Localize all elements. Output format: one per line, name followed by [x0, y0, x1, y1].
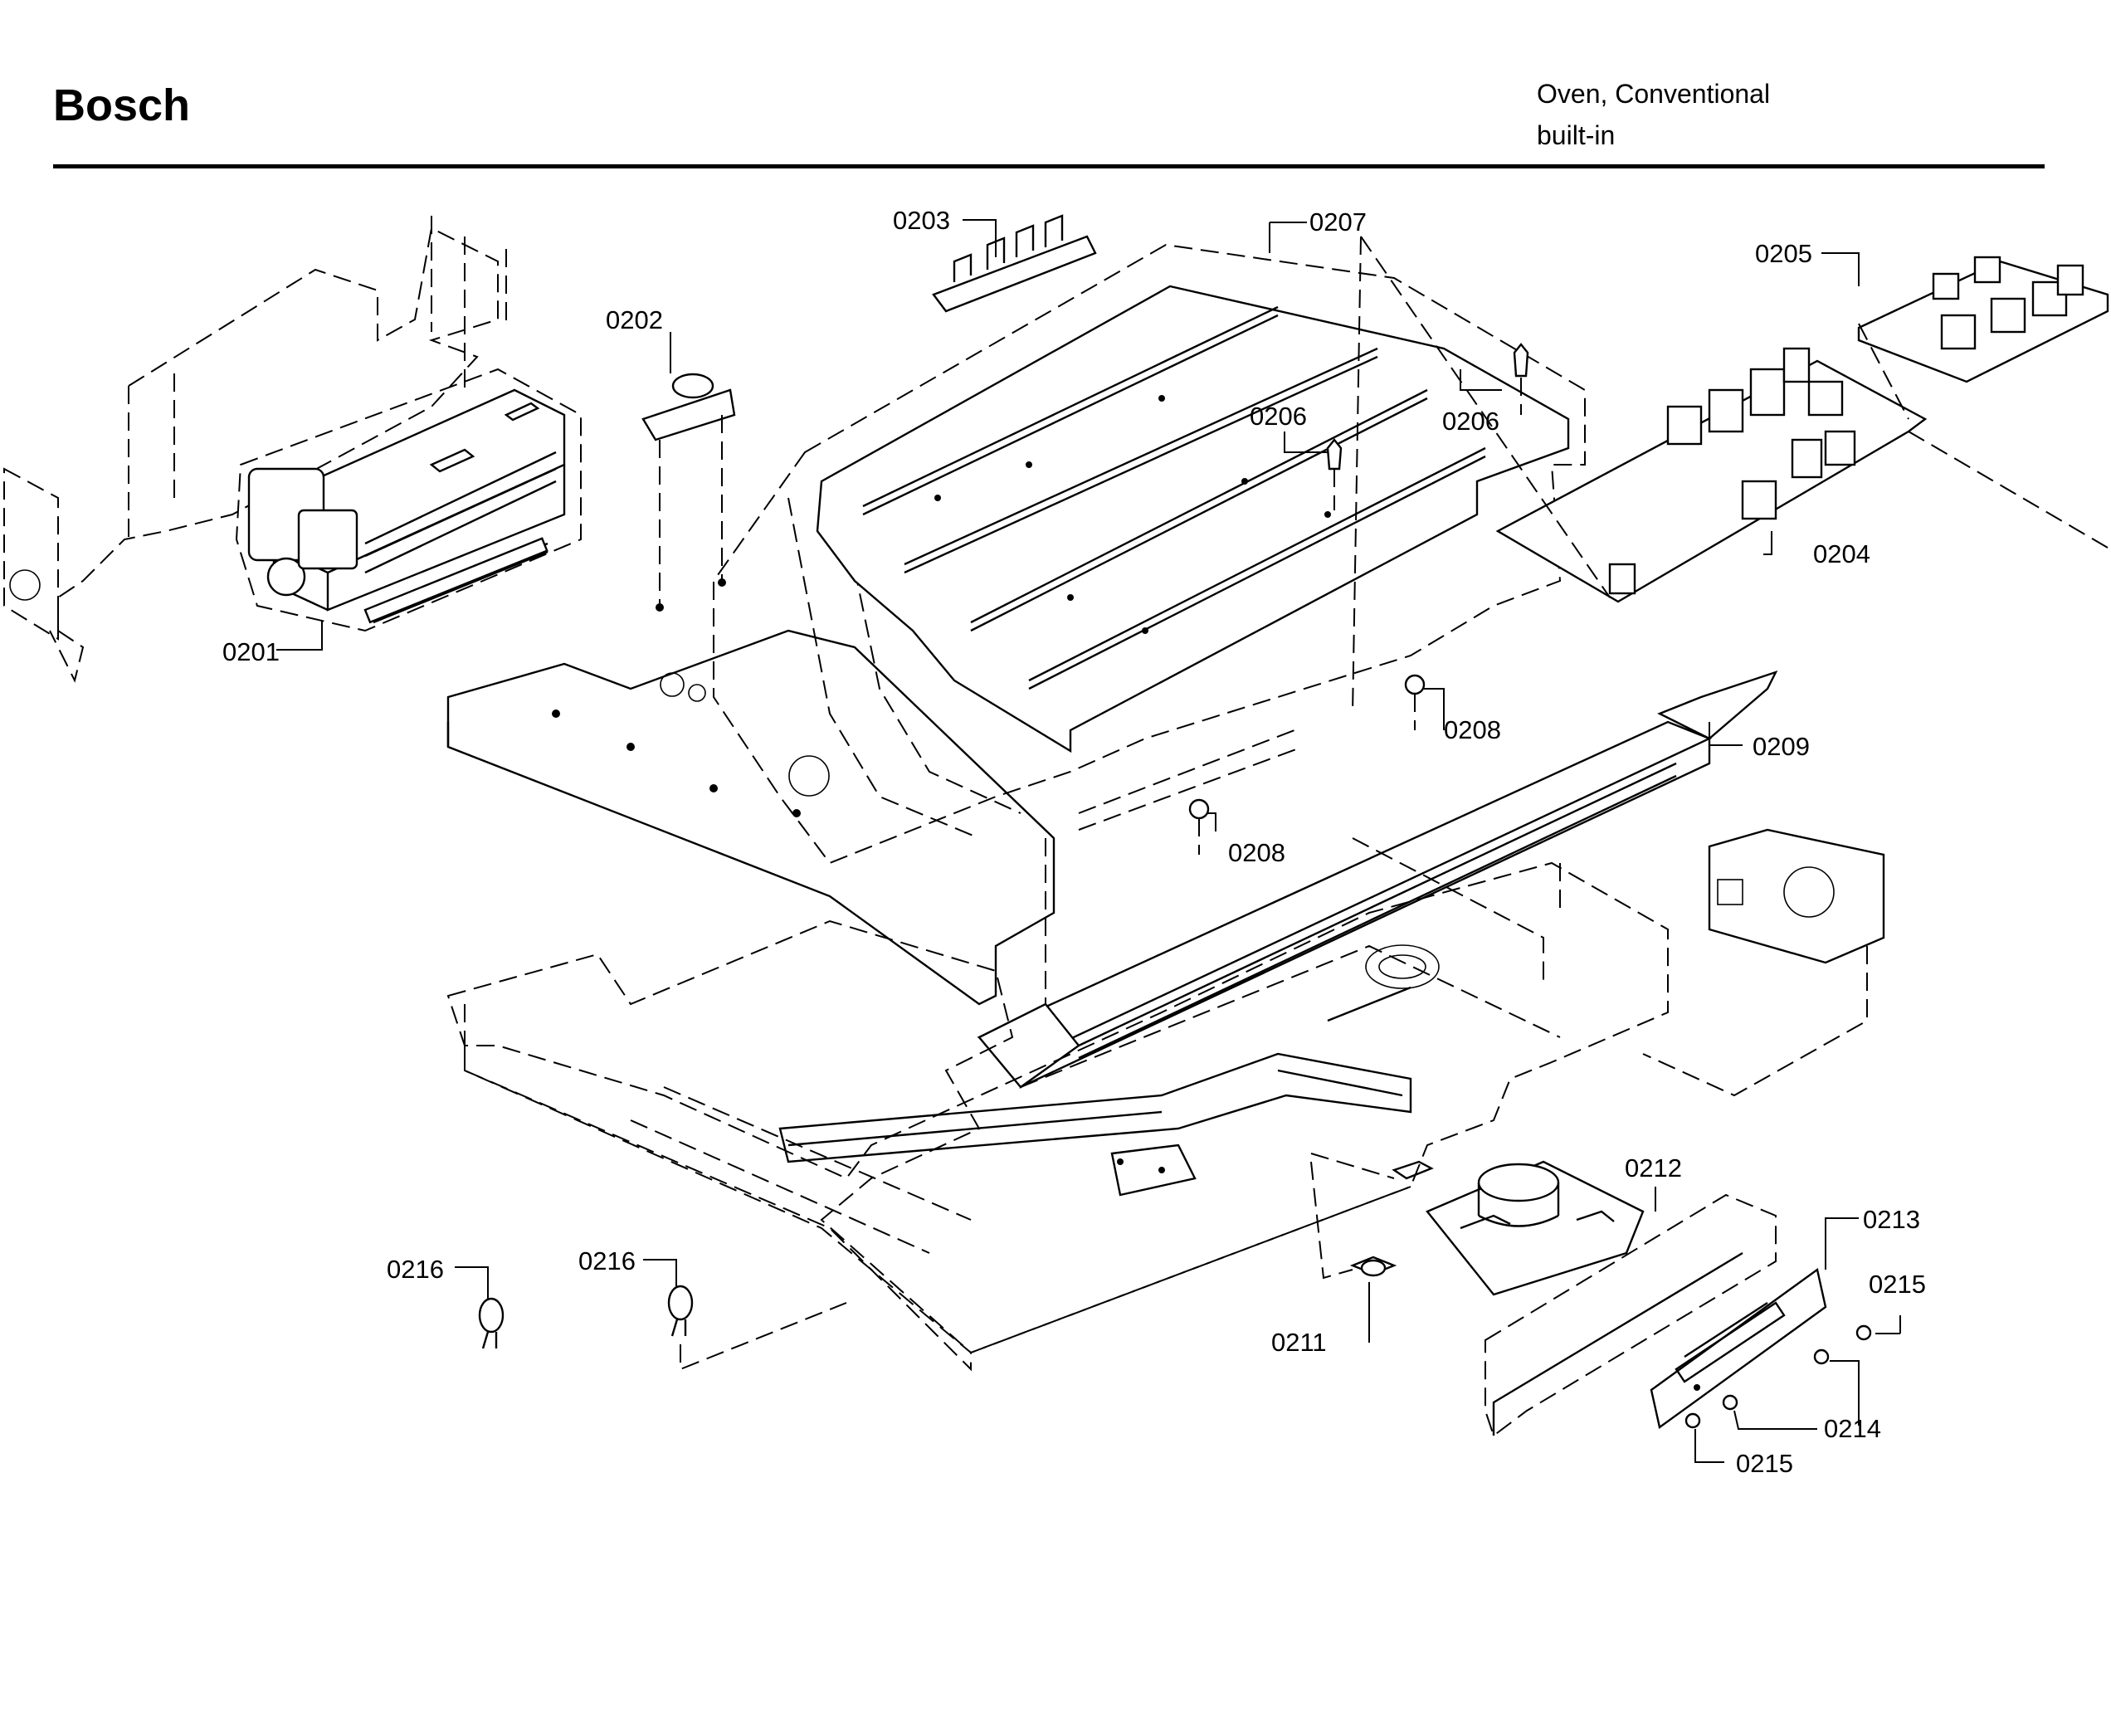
part-0212-motor-unit [1310, 1153, 1645, 1296]
mounting-plate [713, 243, 1586, 865]
brand-title: Bosch [53, 80, 191, 130]
callout-0206-left: 0206 [1250, 402, 1307, 431]
callout-0211: 0211 [1271, 1328, 1327, 1357]
part-0206-standoffs [1326, 343, 1529, 510]
callout-0213: 0213 [1863, 1205, 1920, 1234]
header-divider [53, 164, 2045, 168]
part-0214-0215-screws [1684, 1324, 1872, 1429]
product-type: Oven, Conventional [1537, 79, 1771, 109]
callout-0206-right: 0206 [1442, 407, 1499, 436]
base-plate [464, 1004, 1411, 1354]
callout-leaders [276, 219, 1901, 1463]
part-0209-long-bracket [977, 670, 1778, 1089]
part-0202-thermostat [641, 373, 736, 612]
callout-0208-right: 0208 [1444, 715, 1501, 744]
heating-element [778, 1052, 1412, 1197]
product-description: Oven, Conventional built-in [1537, 73, 1770, 156]
product-subtype: built-in [1537, 120, 1616, 150]
callout-0207: 0207 [1309, 207, 1367, 237]
part-0208-fasteners [1188, 674, 1426, 855]
callout-0215-right: 0215 [1869, 1270, 1926, 1299]
callout-0216-right: 0216 [578, 1246, 636, 1275]
part-0211-thermal-switch [1310, 1161, 1397, 1280]
callout-0201: 0201 [222, 637, 280, 666]
callout-0209: 0209 [1753, 732, 1810, 761]
front-panel [446, 837, 1669, 1372]
part-0204-control-board [1352, 236, 2109, 714]
left-side-panel [3, 216, 507, 683]
part-0201-fan-assembly [235, 368, 582, 632]
callout-0204: 0204 [1813, 539, 1870, 568]
callout-0203: 0203 [893, 206, 950, 235]
callout-0202: 0202 [606, 305, 663, 334]
callout-labels: 0201 0202 0203 0207 0205 0206 0206 0204 … [222, 206, 1926, 1478]
fan-cover [1642, 828, 1885, 1097]
part-0207-shield [816, 285, 1570, 753]
callout-0216-left: 0216 [387, 1255, 444, 1284]
part-0205-relay-board [1857, 256, 2109, 383]
callout-0205: 0205 [1755, 239, 1812, 268]
callout-0215-bottom: 0215 [1736, 1449, 1793, 1478]
callout-0208-left: 0208 [1228, 838, 1285, 867]
oven-floor-plate [446, 629, 1056, 1006]
part-0213-front-trim [1485, 1193, 1827, 1437]
callout-0214: 0214 [1824, 1414, 1881, 1443]
part-0216-clips [478, 1285, 847, 1371]
part-0203-connector-strip [932, 214, 1097, 313]
callout-0212: 0212 [1625, 1153, 1682, 1183]
